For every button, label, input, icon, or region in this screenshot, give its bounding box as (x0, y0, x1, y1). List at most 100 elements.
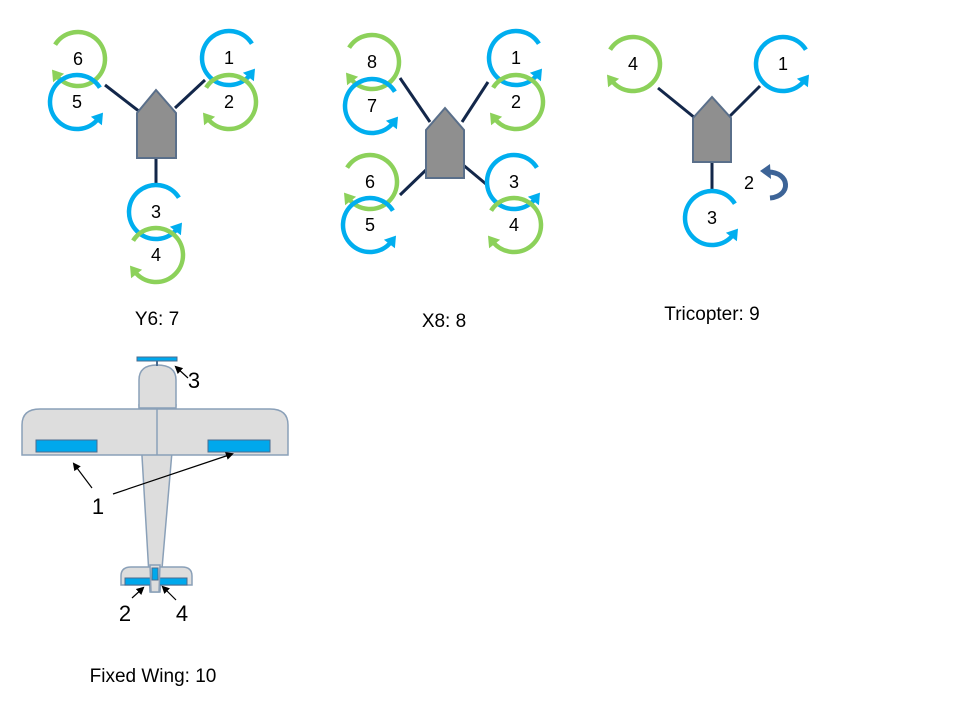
aileron-left-arrow (72, 462, 93, 489)
x8-motor-7 (342, 76, 398, 136)
elevator-label: 2 (119, 601, 131, 626)
rotation-arrowhead-icon (725, 228, 738, 242)
tri-arm-left (657, 86, 696, 120)
left-aileron (35, 439, 98, 453)
y6-motor-3 (126, 182, 182, 242)
x8-body (425, 106, 465, 179)
y6-body (136, 88, 177, 159)
rotation-arrowhead-icon (607, 74, 620, 88)
rotation-arrowhead-icon (242, 68, 255, 82)
rudder-label: 4 (176, 601, 188, 626)
aileron-right-arrow (112, 452, 234, 495)
nose (138, 364, 177, 409)
rotation-arrowhead-icon (203, 112, 216, 126)
x8-label-6: 6 (365, 172, 375, 192)
x8-motor-4 (488, 195, 544, 255)
elevator-arrow (131, 586, 145, 599)
rotation-arc (491, 72, 546, 132)
y6-label-6: 6 (73, 49, 83, 69)
x8-motor-3 (484, 152, 540, 212)
y6-arm-left (104, 83, 141, 114)
y6-label-2: 2 (224, 92, 234, 112)
rudder (151, 567, 159, 581)
fixed-wing-diagram: 1 3 2 4 Fixed Wing: 10 (12, 345, 295, 687)
rotation-arrowhead-icon (130, 265, 143, 279)
rotation-arc (53, 29, 108, 89)
x8-label-5: 5 (365, 215, 375, 235)
rotation-arrowhead-icon (488, 235, 501, 249)
tri-label-2: 2 (744, 173, 754, 193)
propeller-icon (136, 356, 178, 362)
fixed-wing-caption: Fixed Wing: 10 (90, 666, 217, 687)
y6-arm-right (173, 78, 207, 110)
y6-motor-4 (130, 225, 186, 285)
rotation-arc (204, 72, 259, 132)
y6-caption: Y6: 7 (135, 309, 179, 330)
y6-motor-5 (47, 72, 103, 132)
rotation-arc (131, 225, 186, 285)
tri-motor-4 (607, 34, 663, 94)
rotation-arc (484, 152, 539, 212)
aileron-label: 1 (92, 494, 104, 519)
tri-label-4: 4 (628, 54, 638, 74)
rotation-arrowhead-icon (383, 235, 396, 249)
x8-label-2: 2 (511, 92, 521, 112)
x8-arm-rear-right (461, 162, 487, 186)
rotation-arc (345, 152, 400, 212)
tricopter-diagram: 4 1 3 2 Tricopter: 9 (607, 34, 809, 325)
y6-diagram: 6 5 1 2 3 4 Y6: 7 (47, 28, 259, 330)
rotation-arc (486, 28, 541, 88)
y6-motor-6 (52, 29, 108, 89)
right-aileron (207, 439, 271, 453)
rotation-arc (342, 76, 397, 136)
tricopter-caption: Tricopter: 9 (664, 304, 759, 325)
x8-motor-1 (486, 28, 542, 88)
rotation-arc (340, 195, 395, 255)
y6-label-1: 1 (224, 48, 234, 68)
rotation-arc (489, 195, 544, 255)
x8-arm-rear-left (398, 166, 430, 197)
tri-yaw-servo-icon (760, 164, 788, 201)
x8-diagram: 8 7 1 2 6 5 3 4 X8: 8 (340, 28, 546, 332)
tri-arm-right (728, 84, 762, 118)
tri-motor-3 (682, 188, 738, 248)
x8-motor-5 (340, 195, 396, 255)
rotation-arrowhead-icon (169, 222, 182, 236)
y6-label-4: 4 (151, 245, 161, 265)
rotation-arrowhead-icon (529, 68, 542, 82)
tri-body (692, 95, 732, 163)
rotation-arrowhead-icon (796, 74, 809, 88)
x8-arm-front-left (398, 77, 432, 123)
throttle-label: 3 (188, 368, 200, 393)
x8-label-4: 4 (509, 215, 519, 235)
tri-label-1: 1 (778, 54, 788, 74)
tri-label-3: 3 (707, 208, 717, 228)
throttle-arrow (174, 365, 189, 379)
y6-label-3: 3 (151, 202, 161, 222)
rotation-arc (347, 32, 402, 92)
x8-caption: X8: 8 (422, 311, 466, 332)
x8-motor-6 (344, 152, 400, 212)
y6-label-5: 5 (72, 92, 82, 112)
rotation-arc (199, 28, 254, 88)
rotation-arrowhead-icon (527, 192, 540, 206)
rudder-arrow (161, 585, 177, 601)
x8-arm-front-right (460, 81, 490, 123)
rotation-arrowhead-icon (385, 116, 398, 130)
x8-motor-8 (346, 32, 402, 92)
rotation-arrowhead-icon (52, 69, 65, 83)
rotation-arrowhead-icon (344, 192, 357, 206)
rotation-arc (47, 72, 102, 132)
rotation-arrowhead-icon (490, 112, 503, 126)
x8-label-8: 8 (367, 52, 377, 72)
rotation-arc (682, 188, 737, 248)
rotation-arc (126, 182, 181, 242)
rotation-arrowhead-icon (346, 72, 359, 86)
x8-motor-2 (490, 72, 546, 132)
rotation-arc (753, 34, 808, 94)
tri-motor-1 (753, 34, 809, 94)
x8-label-1: 1 (511, 48, 521, 68)
y6-motor-2 (203, 72, 259, 132)
rotation-arc (608, 34, 663, 94)
